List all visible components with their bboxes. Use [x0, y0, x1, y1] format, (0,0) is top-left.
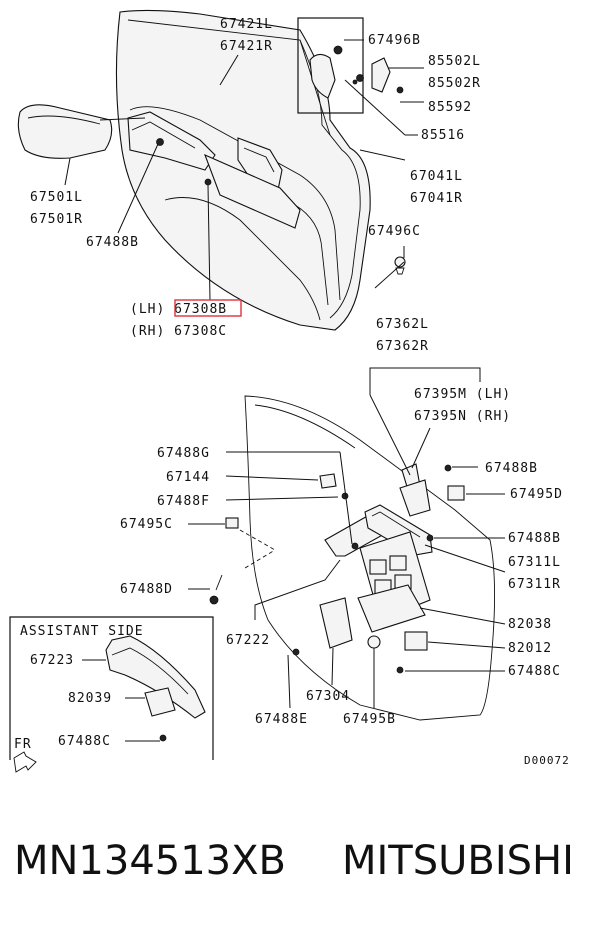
label-67395n: 67395N (RH): [414, 409, 511, 424]
label-67041r: 67041R: [410, 191, 463, 206]
door-inner-panel: [244, 395, 496, 721]
brand-name: MITSUBISHI: [342, 838, 574, 884]
lower-leader-lines: [188, 367, 506, 709]
corner-inset-box: [297, 17, 404, 114]
label-67488b-top: 67488B: [86, 235, 139, 250]
highlight-box-67308b: [174, 299, 242, 317]
label-67496b: 67496B: [368, 33, 421, 48]
upper-leader-lines: [64, 39, 424, 301]
label-67144: 67144: [166, 470, 210, 485]
label-67308c: (RH) 67308C: [130, 324, 227, 339]
label-67308b: (LH) 67308B: [130, 302, 227, 317]
label-67488c-r: 67488C: [508, 664, 561, 679]
label-82038: 82038: [508, 617, 552, 632]
label-85502l: 85502L: [428, 54, 481, 69]
label-85502r: 85502R: [428, 76, 481, 91]
part-number: MN134513XB: [14, 838, 286, 884]
label-67495d: 67495D: [510, 487, 563, 502]
label-82012: 82012: [508, 641, 552, 656]
label-67362l: 67362L: [376, 317, 429, 332]
label-67495b: 67495B: [343, 712, 396, 727]
label-82039: 82039: [68, 691, 112, 706]
label-67395m: 67395M (LH): [414, 387, 511, 402]
label-67421l: 67421L: [220, 17, 273, 32]
label-67311l: 67311L: [508, 555, 561, 570]
label-67041l: 67041L: [410, 169, 463, 184]
label-67488b-r1: 67488B: [485, 461, 538, 476]
label-67488g: 67488G: [157, 446, 210, 461]
label-67488d: 67488D: [120, 582, 173, 597]
label-67421r: 67421R: [220, 39, 273, 54]
parts-diagram: 67421L 67421R 67496B 85502L 85502R 85592…: [9, 9, 570, 773]
armrest-pad-part: [17, 104, 113, 159]
label-67495c: 67495C: [120, 517, 173, 532]
label-67311r: 67311R: [508, 577, 561, 592]
clip-67496c: [394, 256, 406, 275]
label-67488b-r2: 67488B: [508, 531, 561, 546]
label-fr: FR: [14, 737, 32, 752]
label-67496c: 67496C: [368, 224, 421, 239]
footer-caption: MN134513XB MITSUBISHI: [0, 838, 600, 908]
label-67304: 67304: [306, 689, 350, 704]
lower-parts: [209, 463, 465, 674]
label-assistant-side: ASSISTANT SIDE: [20, 624, 144, 639]
label-85516: 85516: [421, 128, 465, 143]
label-67362r: 67362R: [376, 339, 429, 354]
label-67222: 67222: [226, 633, 270, 648]
label-diagram-id: D00072: [524, 754, 570, 767]
label-85592: 85592: [428, 100, 472, 115]
assistant-side-box: [9, 616, 214, 773]
part-labels: 67421L 67421R 67496B 85502L 85502R 85592…: [14, 17, 570, 767]
label-67223: 67223: [30, 653, 74, 668]
label-67488c-a: 67488C: [58, 734, 111, 749]
label-67501r: 67501R: [30, 212, 83, 227]
label-67501l: 67501L: [30, 190, 83, 205]
label-67488e: 67488E: [255, 712, 308, 727]
door-trim-panel: [115, 9, 371, 331]
label-67488f: 67488F: [157, 494, 210, 509]
